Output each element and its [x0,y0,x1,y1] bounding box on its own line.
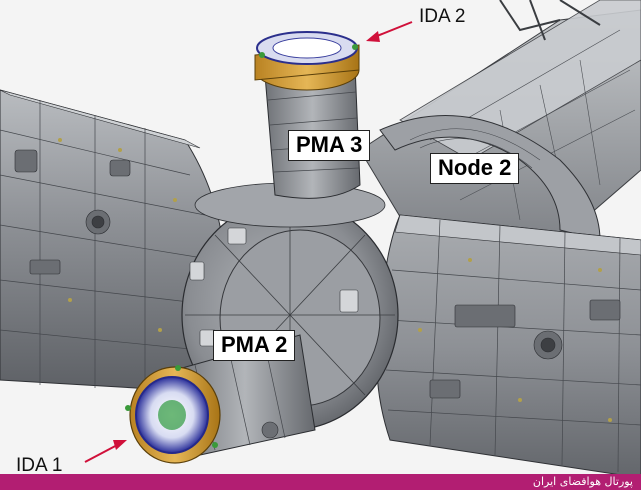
footer-credit: پورتال هوافضای ایران [532,475,633,488]
footer-bar: پورتال هوافضای ایران [0,474,641,490]
ida2-arrow [366,21,413,42]
ida2-label: IDA 2 [419,6,466,27]
pma2-ida1-stack [125,334,316,464]
left-module [0,89,226,391]
ida1-label: IDA 1 [16,455,63,476]
node2-label: Node 2 [430,153,520,184]
right-module [376,214,641,479]
ida1-arrow [84,440,127,463]
pma3-ida2-stack [254,31,361,199]
pma3-label: PMA 3 [288,130,371,161]
pma2-label: PMA 2 [213,330,296,361]
